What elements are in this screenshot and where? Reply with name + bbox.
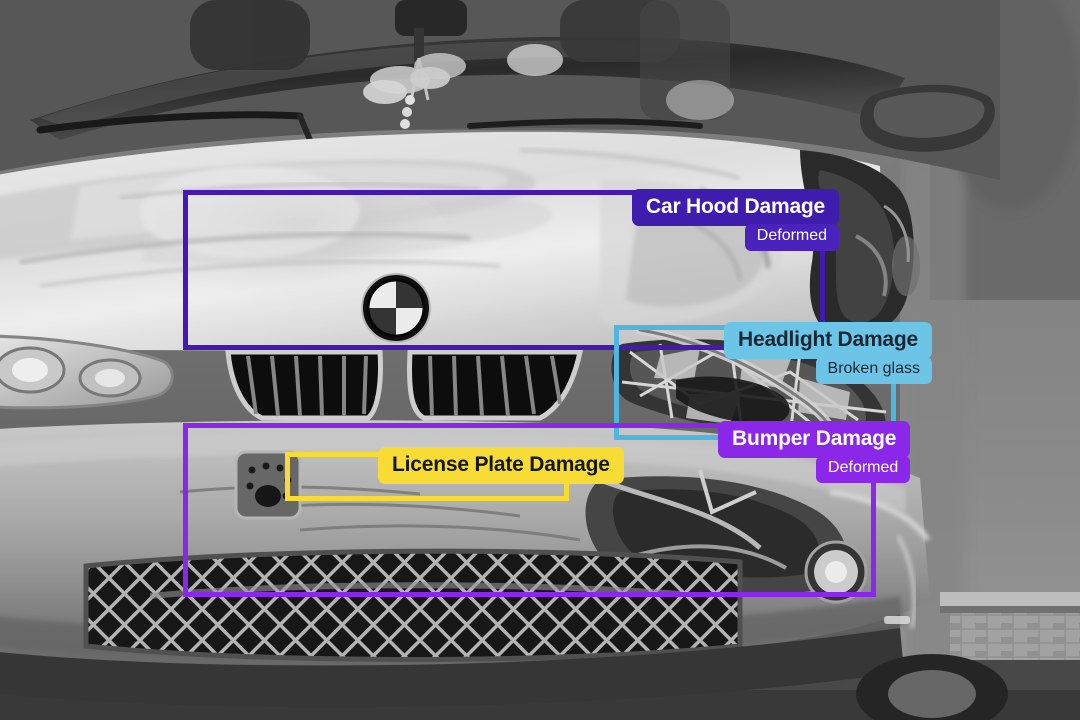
bounding-box-car-hood-damage[interactable] — [183, 190, 825, 350]
annotation-label-car-hood-damage[interactable]: Car Hood Damage Deformed — [632, 189, 840, 251]
annotation-label-license-plate-damage[interactable]: License Plate Damage — [378, 447, 624, 485]
annotation-label-title: Headlight Damage — [724, 322, 933, 360]
annotation-label-subtitle: Broken glass — [815, 357, 933, 384]
annotation-label-title: License Plate Damage — [378, 447, 624, 485]
annotation-label-title: Bumper Damage — [718, 421, 911, 459]
annotation-label-headlight-damage[interactable]: Headlight Damage Broken glass — [724, 322, 933, 384]
annotation-label-bumper-damage[interactable]: Bumper Damage Deformed — [718, 421, 911, 483]
annotation-label-subtitle: Deformed — [744, 224, 840, 251]
bounding-box-bumper-damage[interactable] — [183, 423, 876, 597]
annotation-label-subtitle: Deformed — [816, 456, 911, 483]
annotation-label-title: Car Hood Damage — [632, 189, 840, 227]
